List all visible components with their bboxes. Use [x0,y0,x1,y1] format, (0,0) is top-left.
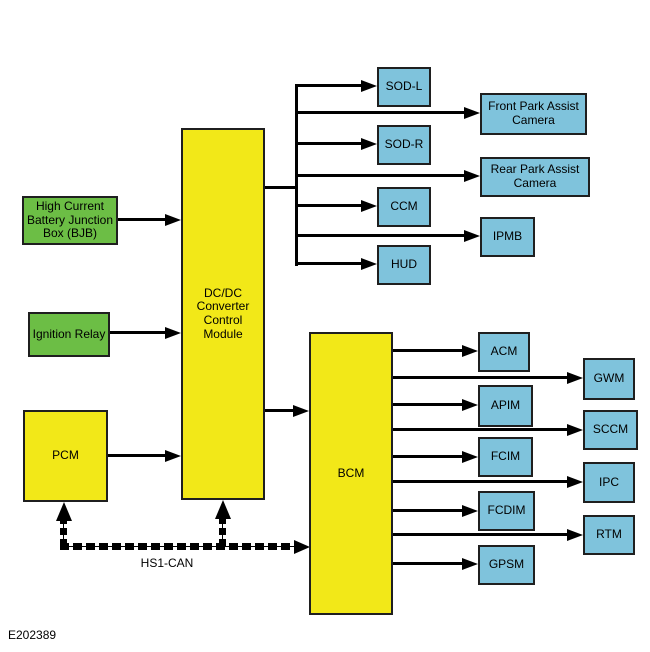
arrowhead-bcm-rtm [567,529,583,541]
arrowhead-bjb-dcdc [165,214,181,226]
box-ipc: IPC [583,462,635,503]
box-rear-park-assist-camera-label: Rear Park Assist Camera [490,162,580,190]
box-gwm: GWM [583,358,635,400]
box-front-park-assist-camera: Front Park Assist Camera [480,93,587,135]
arrowhead-bcm-fcdim [462,505,478,517]
arrow-line-trunk-ipmb [296,234,464,237]
box-ignition-relay: Ignition Relay [28,312,110,357]
arrowhead-hs1can-bcm [294,540,310,554]
figure-id: E202389 [8,628,57,642]
arrow-line-trunk-frontcam [296,111,464,114]
arrow-line-trunk-rearcam [296,174,464,177]
hs1can-bus-horizontal [60,543,294,550]
box-fcdim-label: FCDIM [487,503,526,518]
box-bcm: BCM [309,332,393,615]
arrowhead-hs1can-pcm [56,502,72,521]
box-hud: HUD [377,245,431,285]
box-bcm-label: BCM [337,465,365,480]
arrow-line-pcm-dcdc [108,454,165,457]
hs1can-riser-pcm [60,520,67,546]
arrowhead-trunk-sodr [361,138,377,150]
box-gwm-label: GWM [593,371,625,386]
box-apim-label: APIM [490,398,521,413]
box-sod-r-label: SOD-R [384,137,424,152]
arrow-line-bcm-gwm [393,376,567,379]
arrow-line-bcm-sccm [393,428,567,431]
arrow-line-bcm-fcdim [393,509,462,512]
box-pcm: PCM [23,410,108,502]
arrow-line-bcm-gpsm [393,562,462,565]
arrowhead-bcm-sccm [567,424,583,436]
arrowhead-trunk-hud [361,258,377,270]
arrowhead-pcm-dcdc [165,450,181,462]
arrowhead-bcm-acm [462,345,478,357]
arrow-line-ignition-dcdc [110,331,165,334]
box-front-park-assist-camera-label: Front Park Assist Camera [488,99,579,127]
box-ipmb-label: IPMB [492,229,523,244]
box-gpsm-label: GPSM [488,557,525,572]
arrowhead-trunk-ipmb [464,230,480,242]
box-sod-l: SOD-L [377,67,431,107]
box-fcdim: FCDIM [478,491,535,531]
box-bjb-label: High Current Battery Junction Box (BJB) [26,199,114,241]
box-ipc-label: IPC [598,474,619,489]
arrow-line-dcdc-bcm [265,409,294,412]
hs1can-riser-dcdc [219,518,226,546]
box-bjb: High Current Battery Junction Box (BJB) [22,196,118,245]
arrowhead-trunk-frontcam [464,107,480,119]
box-ccm-label: CCM [390,199,418,214]
arrowhead-trunk-rearcam [464,170,480,182]
arrowhead-hs1can-dcdc [215,500,231,519]
box-rear-park-assist-camera: Rear Park Assist Camera [480,157,590,197]
box-gpsm: GPSM [478,545,535,585]
arrowhead-ignition-dcdc [165,327,181,339]
arrow-line-bcm-apim [393,403,462,406]
box-pcm-label: PCM [52,448,79,463]
box-dcdc-converter-control-module: DC/DC Converter Control Module [181,128,265,500]
box-ignition-relay-label: Ignition Relay [32,326,106,341]
box-sod-r: SOD-R [377,125,431,165]
arrowhead-dcdc-bcm [293,405,309,417]
hs1can-bus-label: HS1-CAN [140,556,194,570]
arrowhead-bcm-apim [462,399,478,411]
arrow-line-bcm-fcim [393,455,462,458]
box-sccm: SCCM [583,410,638,450]
arrow-line-bcm-acm [393,349,462,352]
arrow-line-bcm-ipc [393,480,567,483]
box-rtm-label: RTM [596,527,622,542]
arrowhead-bcm-gpsm [462,558,478,570]
arrowhead-bcm-fcim [462,451,478,463]
box-acm: ACM [478,332,530,372]
box-sod-l-label: SOD-L [385,79,423,94]
box-sccm-label: SCCM [592,422,629,437]
box-fcim: FCIM [478,437,533,477]
arrowhead-trunk-sodl [361,80,377,92]
box-ipmb: IPMB [480,217,535,257]
arrow-line-trunk-sodl [296,84,361,87]
arrowhead-bcm-ipc [567,476,583,488]
box-apim: APIM [478,385,533,427]
box-ccm: CCM [377,187,431,227]
connector-dcdc-to-trunk [265,186,298,189]
arrowhead-trunk-ccm [361,200,377,212]
box-rtm: RTM [583,515,635,555]
arrowhead-bcm-gwm [567,372,583,384]
arrow-line-trunk-ccm [296,204,361,207]
box-dcdc-label: DC/DC Converter Control Module [196,285,250,341]
arrow-line-trunk-sodr [296,142,361,145]
box-acm-label: ACM [490,344,518,359]
arrow-line-bjb-dcdc [118,218,165,221]
box-hud-label: HUD [391,257,417,272]
arrow-line-trunk-hud [296,262,361,265]
box-fcim-label: FCIM [490,449,521,464]
arrow-line-bcm-rtm [393,533,567,536]
